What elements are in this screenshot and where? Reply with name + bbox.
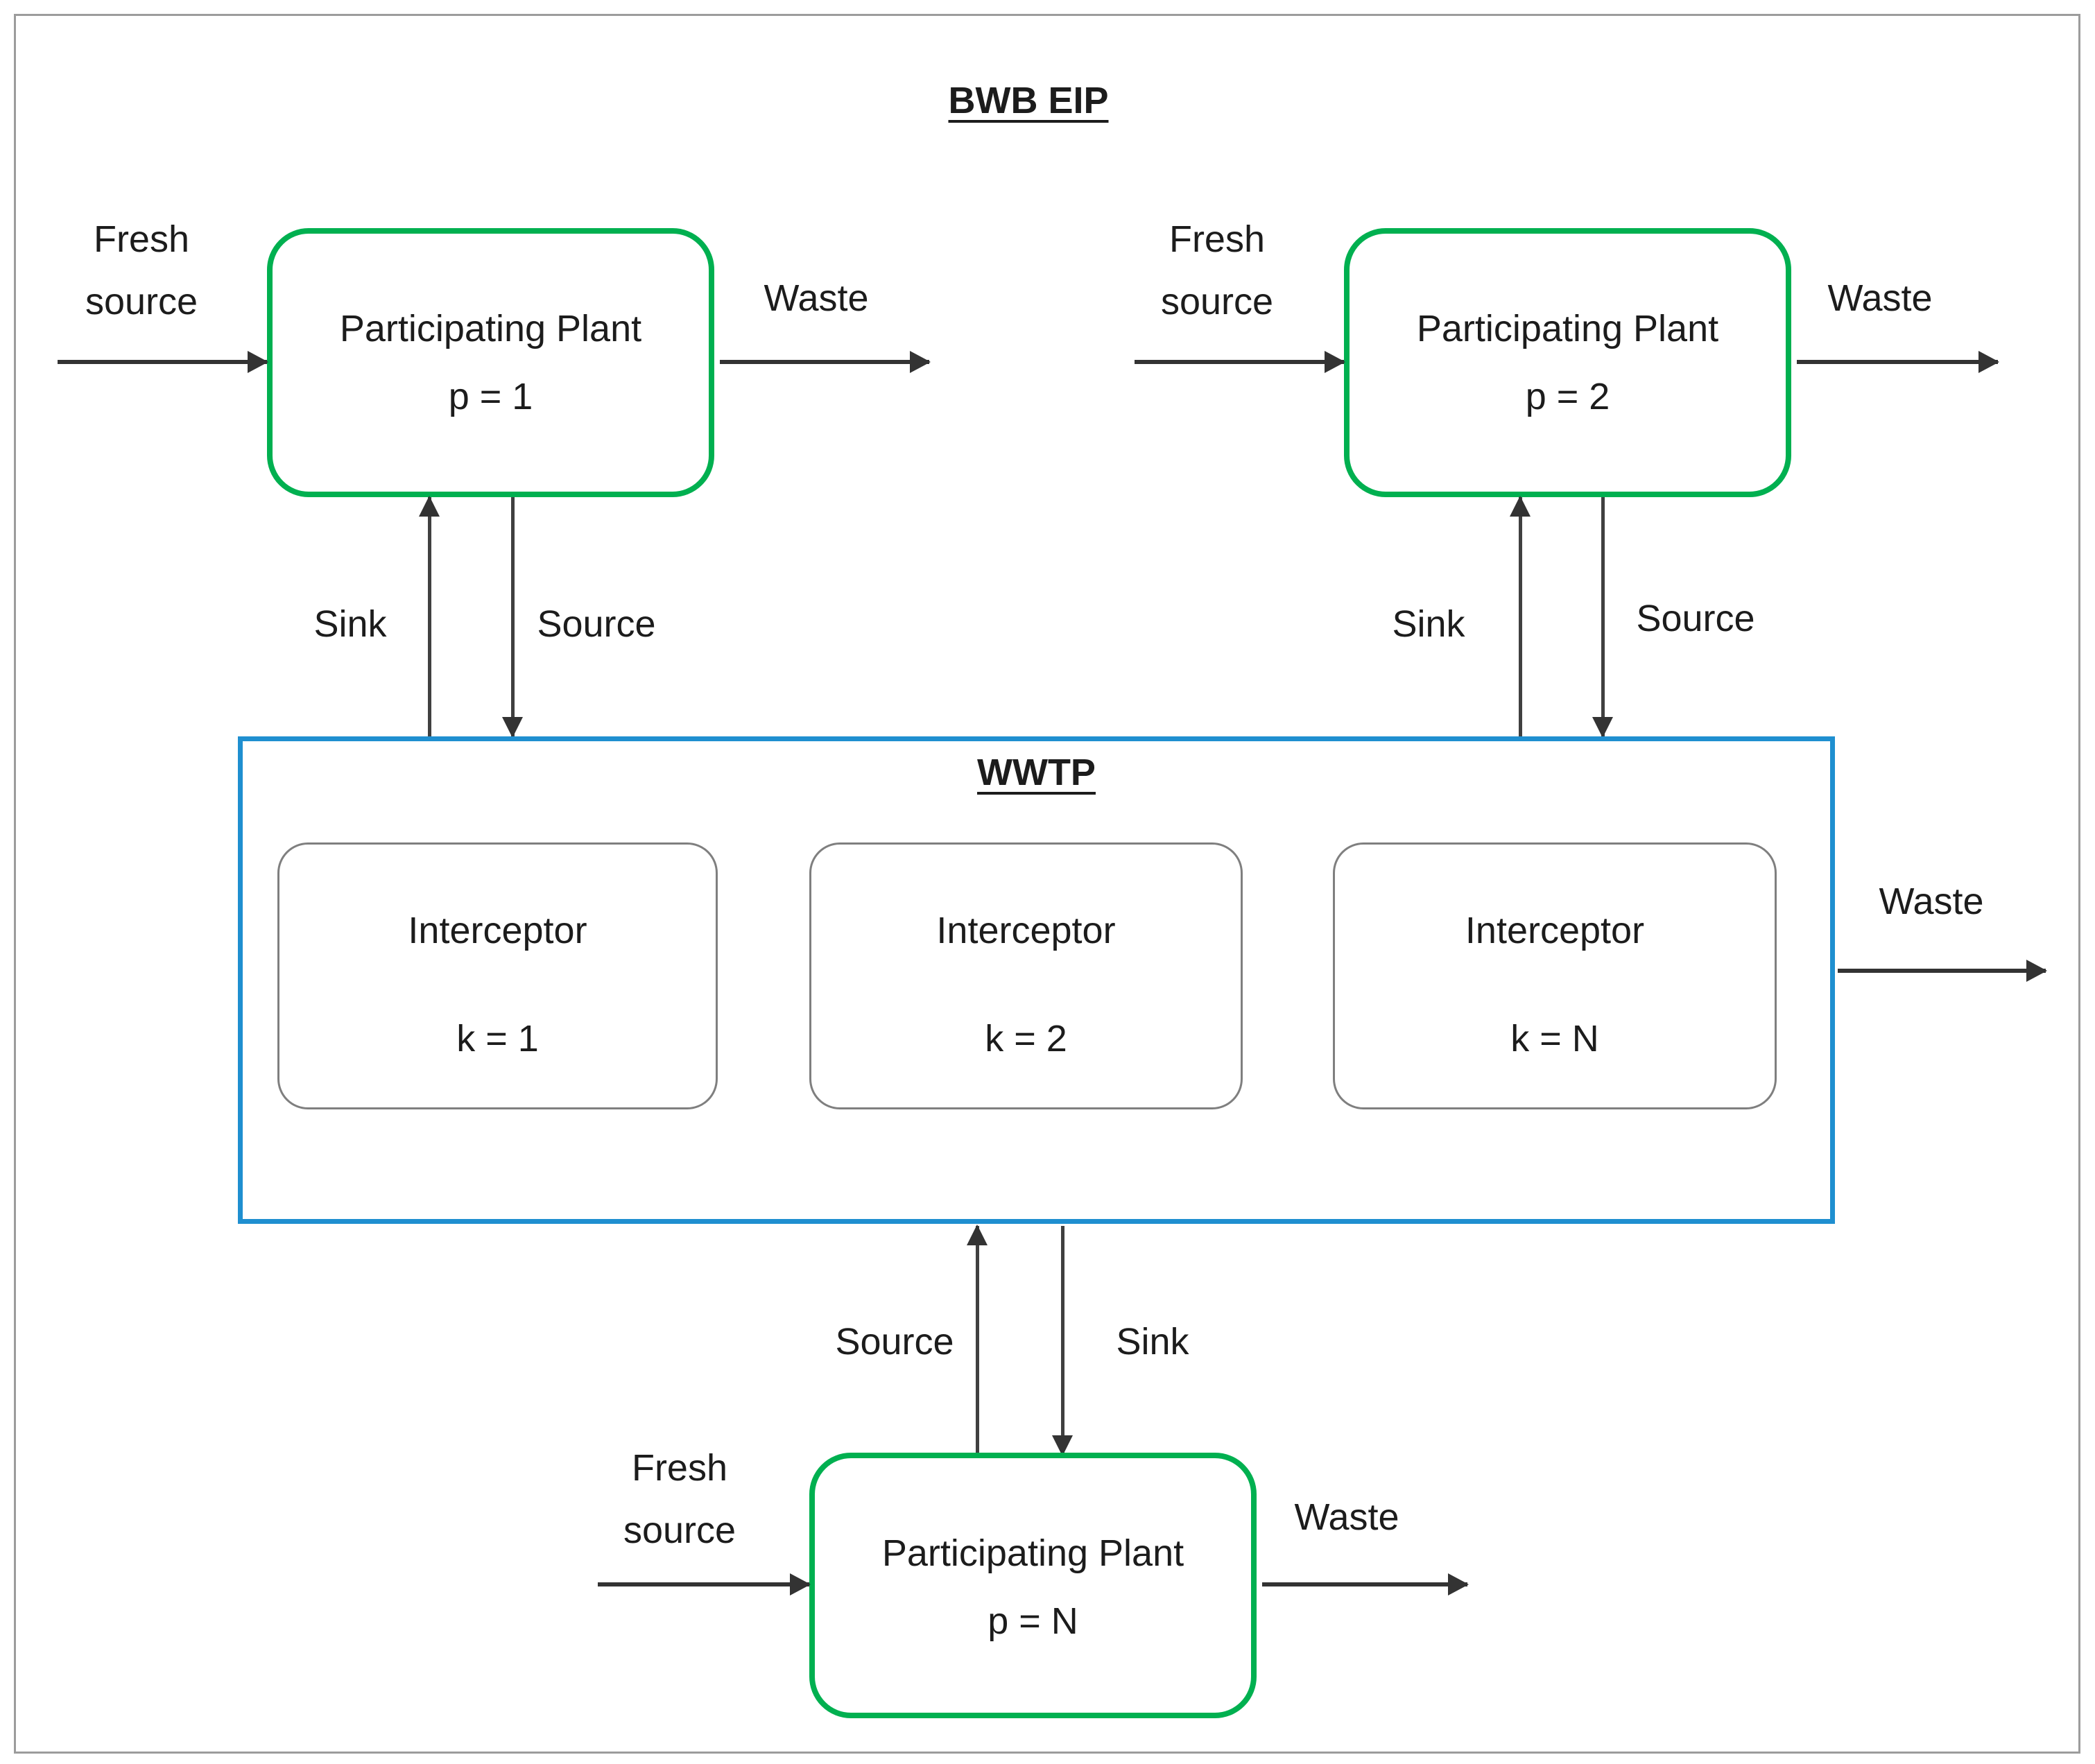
waste-label-n: Waste [1294,1496,1399,1538]
plant-2-index: p = 2 [1525,376,1610,417]
interceptor-1-box: Interceptor k = 1 [277,842,718,1109]
participating-plant-n-box: Participating Plant p = N [809,1453,1257,1718]
sink-arrow-n [1052,1226,1073,1456]
source-arrow-1 [502,497,523,738]
sink-arrow-1 [419,496,440,736]
plant-2-name: Participating Plant [1416,308,1719,349]
sink-label-n: Sink [1116,1321,1189,1363]
waste-arrow-1 [720,351,931,373]
plant-n-index: p = N [988,1600,1078,1642]
source-label-1: Source [537,603,656,645]
interceptor-1-name: Interceptor [408,910,587,951]
fresh-source-arrow-1 [58,351,268,373]
wwtp-waste-arrow [1838,960,2047,982]
fresh-source-arrow-2 [1135,351,1345,373]
sink-arrow-2 [1510,496,1531,736]
wwtp-waste-label: Waste [1879,881,1984,922]
participating-plant-1-box: Participating Plant p = 1 [267,228,714,497]
waste-label-1: Waste [764,277,869,319]
fresh-source-label-n: Fresh source [623,1447,736,1551]
participating-plant-2-box: Participating Plant p = 2 [1344,228,1791,497]
fresh-source-arrow-n [598,1573,811,1596]
fresh-source-label-1: Fresh source [85,218,198,322]
sink-label-1: Sink [313,603,387,645]
interceptor-n-index: k = N [1510,1018,1599,1060]
source-arrow-n [967,1225,988,1455]
interceptor-n-name: Interceptor [1465,910,1645,951]
source-label-2: Source [1636,598,1755,639]
waste-arrow-2 [1797,351,1999,373]
interceptor-n-box: Interceptor k = N [1333,842,1777,1109]
plant-1-index: p = 1 [448,376,533,417]
figure-title: BWB EIP [948,80,1109,121]
plant-n-name: Participating Plant [881,1532,1184,1574]
sink-label-2: Sink [1392,603,1465,645]
waste-label-2: Waste [1827,277,1933,319]
interceptor-2-box: Interceptor k = 2 [809,842,1243,1109]
fresh-source-label-2: Fresh source [1160,218,1274,322]
source-arrow-2 [1592,497,1613,738]
plant-1-name: Participating Plant [339,308,642,349]
interceptor-2-name: Interceptor [936,910,1116,951]
waste-arrow-n [1262,1573,1469,1596]
wwtp-title: WWTP [977,752,1096,793]
interceptor-1-index: k = 1 [456,1018,539,1060]
source-label-n: Source [835,1321,954,1363]
interceptor-2-index: k = 2 [985,1018,1067,1060]
